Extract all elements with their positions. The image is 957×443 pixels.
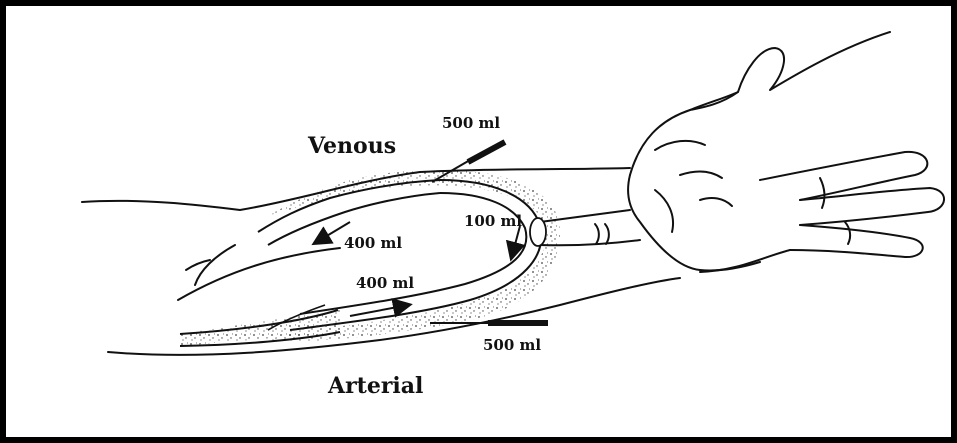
hand-outline: [540, 32, 944, 272]
recirculation-volume-label: 100 ml: [464, 214, 522, 229]
venous-label: Venous: [308, 135, 396, 157]
fistula-loop: [180, 170, 560, 346]
arterial-needle-volume-label: 500 ml: [483, 338, 541, 353]
arterial-label: Arterial: [328, 375, 423, 397]
venous-needle-volume-label: 500 ml: [442, 116, 500, 131]
arterial-flow-volume-label: 400 ml: [356, 276, 414, 291]
venous-flow-volume-label: 400 ml: [344, 236, 402, 251]
